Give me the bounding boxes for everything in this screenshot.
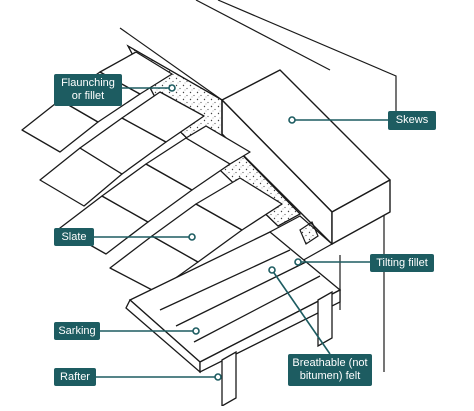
slate — [195, 177, 283, 231]
label-tilting-fillet-text: Tilting fillet — [376, 256, 428, 269]
label-sarking: Sarking — [54, 322, 100, 340]
skew-block — [221, 69, 391, 245]
leader-flaunching-dot — [168, 84, 176, 92]
label-felt-line2: bitumen) felt — [299, 370, 361, 382]
leader-felt-dot — [268, 266, 276, 274]
leader-slate-dot — [188, 233, 196, 241]
leader-sarking-dot — [192, 327, 200, 335]
label-slate-text: Slate — [61, 230, 87, 243]
leader-skews-dot — [288, 116, 296, 124]
leader-tilting-fillet-dot — [294, 258, 302, 266]
slate — [185, 125, 251, 165]
label-skews-text: Skews — [395, 114, 429, 126]
leader-rafter-dot — [214, 373, 222, 381]
label-rafter: Rafter — [54, 368, 96, 386]
label-felt: Breathable (not bitumen) felt — [288, 354, 372, 386]
label-skews: Skews — [388, 111, 436, 130]
label-slate: Slate — [54, 228, 94, 246]
label-flaunching: Flaunching or fillet — [54, 74, 122, 106]
leader-lines — [94, 84, 388, 381]
slate — [121, 91, 205, 143]
label-tilting-fillet: Tilting fillet — [370, 254, 434, 272]
label-flaunching-line1: Flaunching — [61, 77, 115, 89]
slate — [99, 51, 173, 95]
rafters — [221, 290, 333, 408]
leader-felt — [271, 269, 331, 355]
label-flaunching-line2: or fillet — [71, 90, 105, 102]
label-rafter-text: Rafter — [60, 370, 90, 383]
sarking-board — [125, 231, 342, 374]
label-felt-line1: Breathable (not — [292, 357, 368, 369]
label-sarking-text: Sarking — [58, 324, 96, 337]
